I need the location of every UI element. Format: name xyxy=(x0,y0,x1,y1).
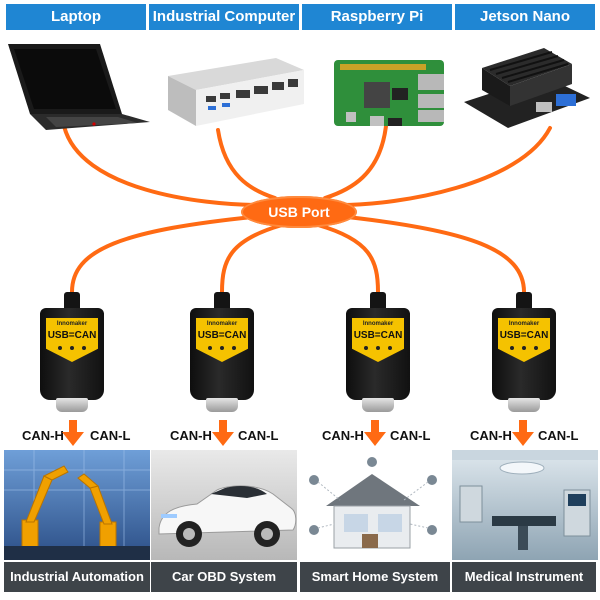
adapter-leds xyxy=(364,346,392,351)
adapter-brand: Innomaker xyxy=(362,321,394,327)
adapter-model: USB=CAN xyxy=(47,330,97,341)
cable-industrial-computer xyxy=(216,128,277,200)
strain-relief xyxy=(516,292,532,312)
usb-can-adapter: Innomaker USB=CAN xyxy=(190,292,254,418)
can-h-label: CAN-H xyxy=(470,428,512,443)
can-l-label: CAN-L xyxy=(390,428,431,443)
label-laptop: Laptop xyxy=(6,4,146,30)
db9-connector xyxy=(362,398,394,412)
label-car-obd-system: Car OBD System xyxy=(151,562,297,592)
cable-raspberry-pi xyxy=(323,124,388,200)
adapter-badge: Innomaker USB=CAN xyxy=(196,318,248,362)
industrial-computer-image xyxy=(168,58,304,126)
label-industrial-automation: Industrial Automation xyxy=(4,562,150,592)
adapter-leds xyxy=(208,346,236,351)
cable-adapter-3 xyxy=(316,223,380,294)
laptop-image xyxy=(8,44,150,130)
adapter-brand: Innomaker xyxy=(508,321,540,327)
db9-connector xyxy=(508,398,540,412)
cable-adapter-1 xyxy=(70,214,264,294)
db9-connector xyxy=(56,398,88,412)
adapter-model: USB=CAN xyxy=(353,330,403,341)
label-raspberry-pi: Raspberry Pi xyxy=(302,4,452,30)
strain-relief xyxy=(64,292,80,312)
adapter-model: USB=CAN xyxy=(197,330,247,341)
down-arrow-icon xyxy=(62,420,84,446)
label-jetson-nano: Jetson Nano xyxy=(455,4,595,30)
label-medical-instrument: Medical Instrument xyxy=(452,562,596,592)
can-h-label: CAN-H xyxy=(322,428,364,443)
usb-port-hub: USB Port xyxy=(241,196,357,228)
industrial-automation-image xyxy=(4,450,150,560)
db9-connector xyxy=(206,398,238,412)
can-l-label: CAN-L xyxy=(538,428,579,443)
adapter-leds xyxy=(58,346,86,351)
cable-laptop xyxy=(62,124,262,207)
adapter-body: Innomaker USB=CAN xyxy=(40,308,104,400)
down-arrow-icon xyxy=(212,420,234,446)
label-industrial-computer: Industrial Computer xyxy=(149,4,299,30)
adapter-badge: Innomaker USB=CAN xyxy=(46,318,98,362)
adapter-body: Innomaker USB=CAN xyxy=(492,308,556,400)
adapter-brand: Innomaker xyxy=(206,321,238,327)
raspberry-pi-image xyxy=(334,60,444,126)
usb-can-adapter: Innomaker USB=CAN xyxy=(492,292,556,418)
adapter-model: USB=CAN xyxy=(499,330,549,341)
car-obd-system-image xyxy=(151,450,297,560)
cable-adapter-2 xyxy=(220,223,284,294)
adapter-body: Innomaker USB=CAN xyxy=(190,308,254,400)
down-arrow-icon xyxy=(364,420,386,446)
strain-relief xyxy=(370,292,386,312)
can-l-label: CAN-L xyxy=(90,428,131,443)
strain-relief xyxy=(214,292,230,312)
adapter-brand: Innomaker xyxy=(56,321,88,327)
jetson-nano-image xyxy=(464,48,590,128)
usb-can-adapter: Innomaker USB=CAN xyxy=(346,292,410,418)
medical-instrument-image xyxy=(452,450,598,560)
adapter-body: Innomaker USB=CAN xyxy=(346,308,410,400)
adapter-badge: Innomaker USB=CAN xyxy=(498,318,550,362)
label-smart-home-system: Smart Home System xyxy=(300,562,450,592)
down-arrow-icon xyxy=(512,420,534,446)
can-l-label: CAN-L xyxy=(238,428,279,443)
can-h-label: CAN-H xyxy=(22,428,64,443)
cable-jetson-nano xyxy=(338,126,552,207)
usb-can-adapter: Innomaker USB=CAN xyxy=(40,292,104,418)
cable-adapter-4 xyxy=(336,214,526,294)
adapter-leds xyxy=(510,346,538,351)
can-h-label: CAN-H xyxy=(170,428,212,443)
smart-home-system-image xyxy=(300,450,446,560)
adapter-badge: Innomaker USB=CAN xyxy=(352,318,404,362)
